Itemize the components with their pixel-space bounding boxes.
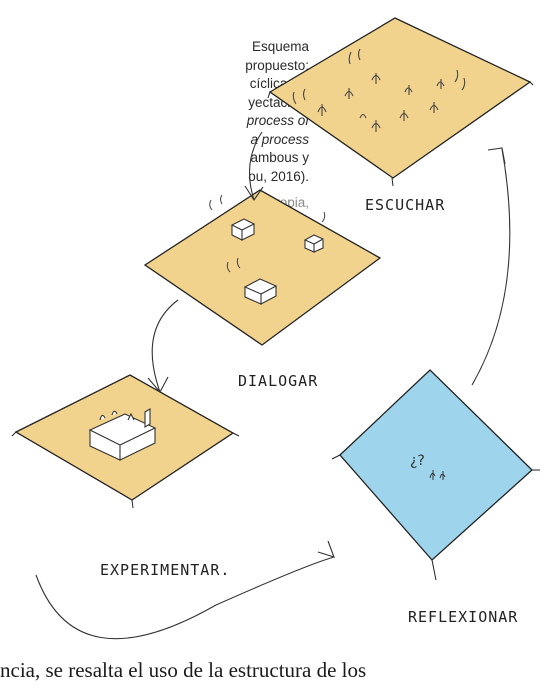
plate-reflexionar: ¿?	[331, 369, 540, 581]
arrow-dialogar-to-experimentar	[147, 299, 179, 393]
caption-line: a process	[250, 131, 309, 147]
caption-line: ou, 2016).	[248, 168, 309, 184]
label-dialogar: DIALOGAR	[238, 372, 318, 390]
arrow-reflexionar-to-escuchar	[471, 147, 511, 386]
plate-escuchar	[267, 17, 534, 187]
arrow-experimentar-to-reflexionar	[35, 540, 335, 640]
cube-sketch	[230, 218, 325, 305]
label-experimentar: EXPERIMENTAR.	[100, 561, 230, 579]
cycle-arrows	[35, 131, 511, 640]
model-sketch	[88, 408, 157, 461]
label-reflexionar: REFLEXIONAR	[408, 608, 518, 626]
arrow-escuchar-to-dialogar	[244, 131, 264, 201]
plate-reflexionar-surface	[339, 369, 533, 561]
reflexionar-annotation: ¿?	[410, 453, 425, 469]
plate-experimentar	[11, 374, 240, 509]
caption-line: propuesto:	[245, 57, 309, 73]
caption-line: ambous y	[250, 150, 309, 165]
caption-line: process of	[246, 113, 309, 128]
caption-line: Esquema	[251, 39, 309, 54]
people-sketch	[292, 48, 466, 132]
plate-dialogar	[143, 189, 382, 346]
plate-dialogar-surface	[143, 189, 382, 346]
label-escuchar: ESCUCHAR	[365, 196, 445, 214]
body-text-line: ncia, se resalta el uso de la estructura…	[0, 658, 367, 682]
plate-escuchar-surface	[268, 17, 532, 179]
